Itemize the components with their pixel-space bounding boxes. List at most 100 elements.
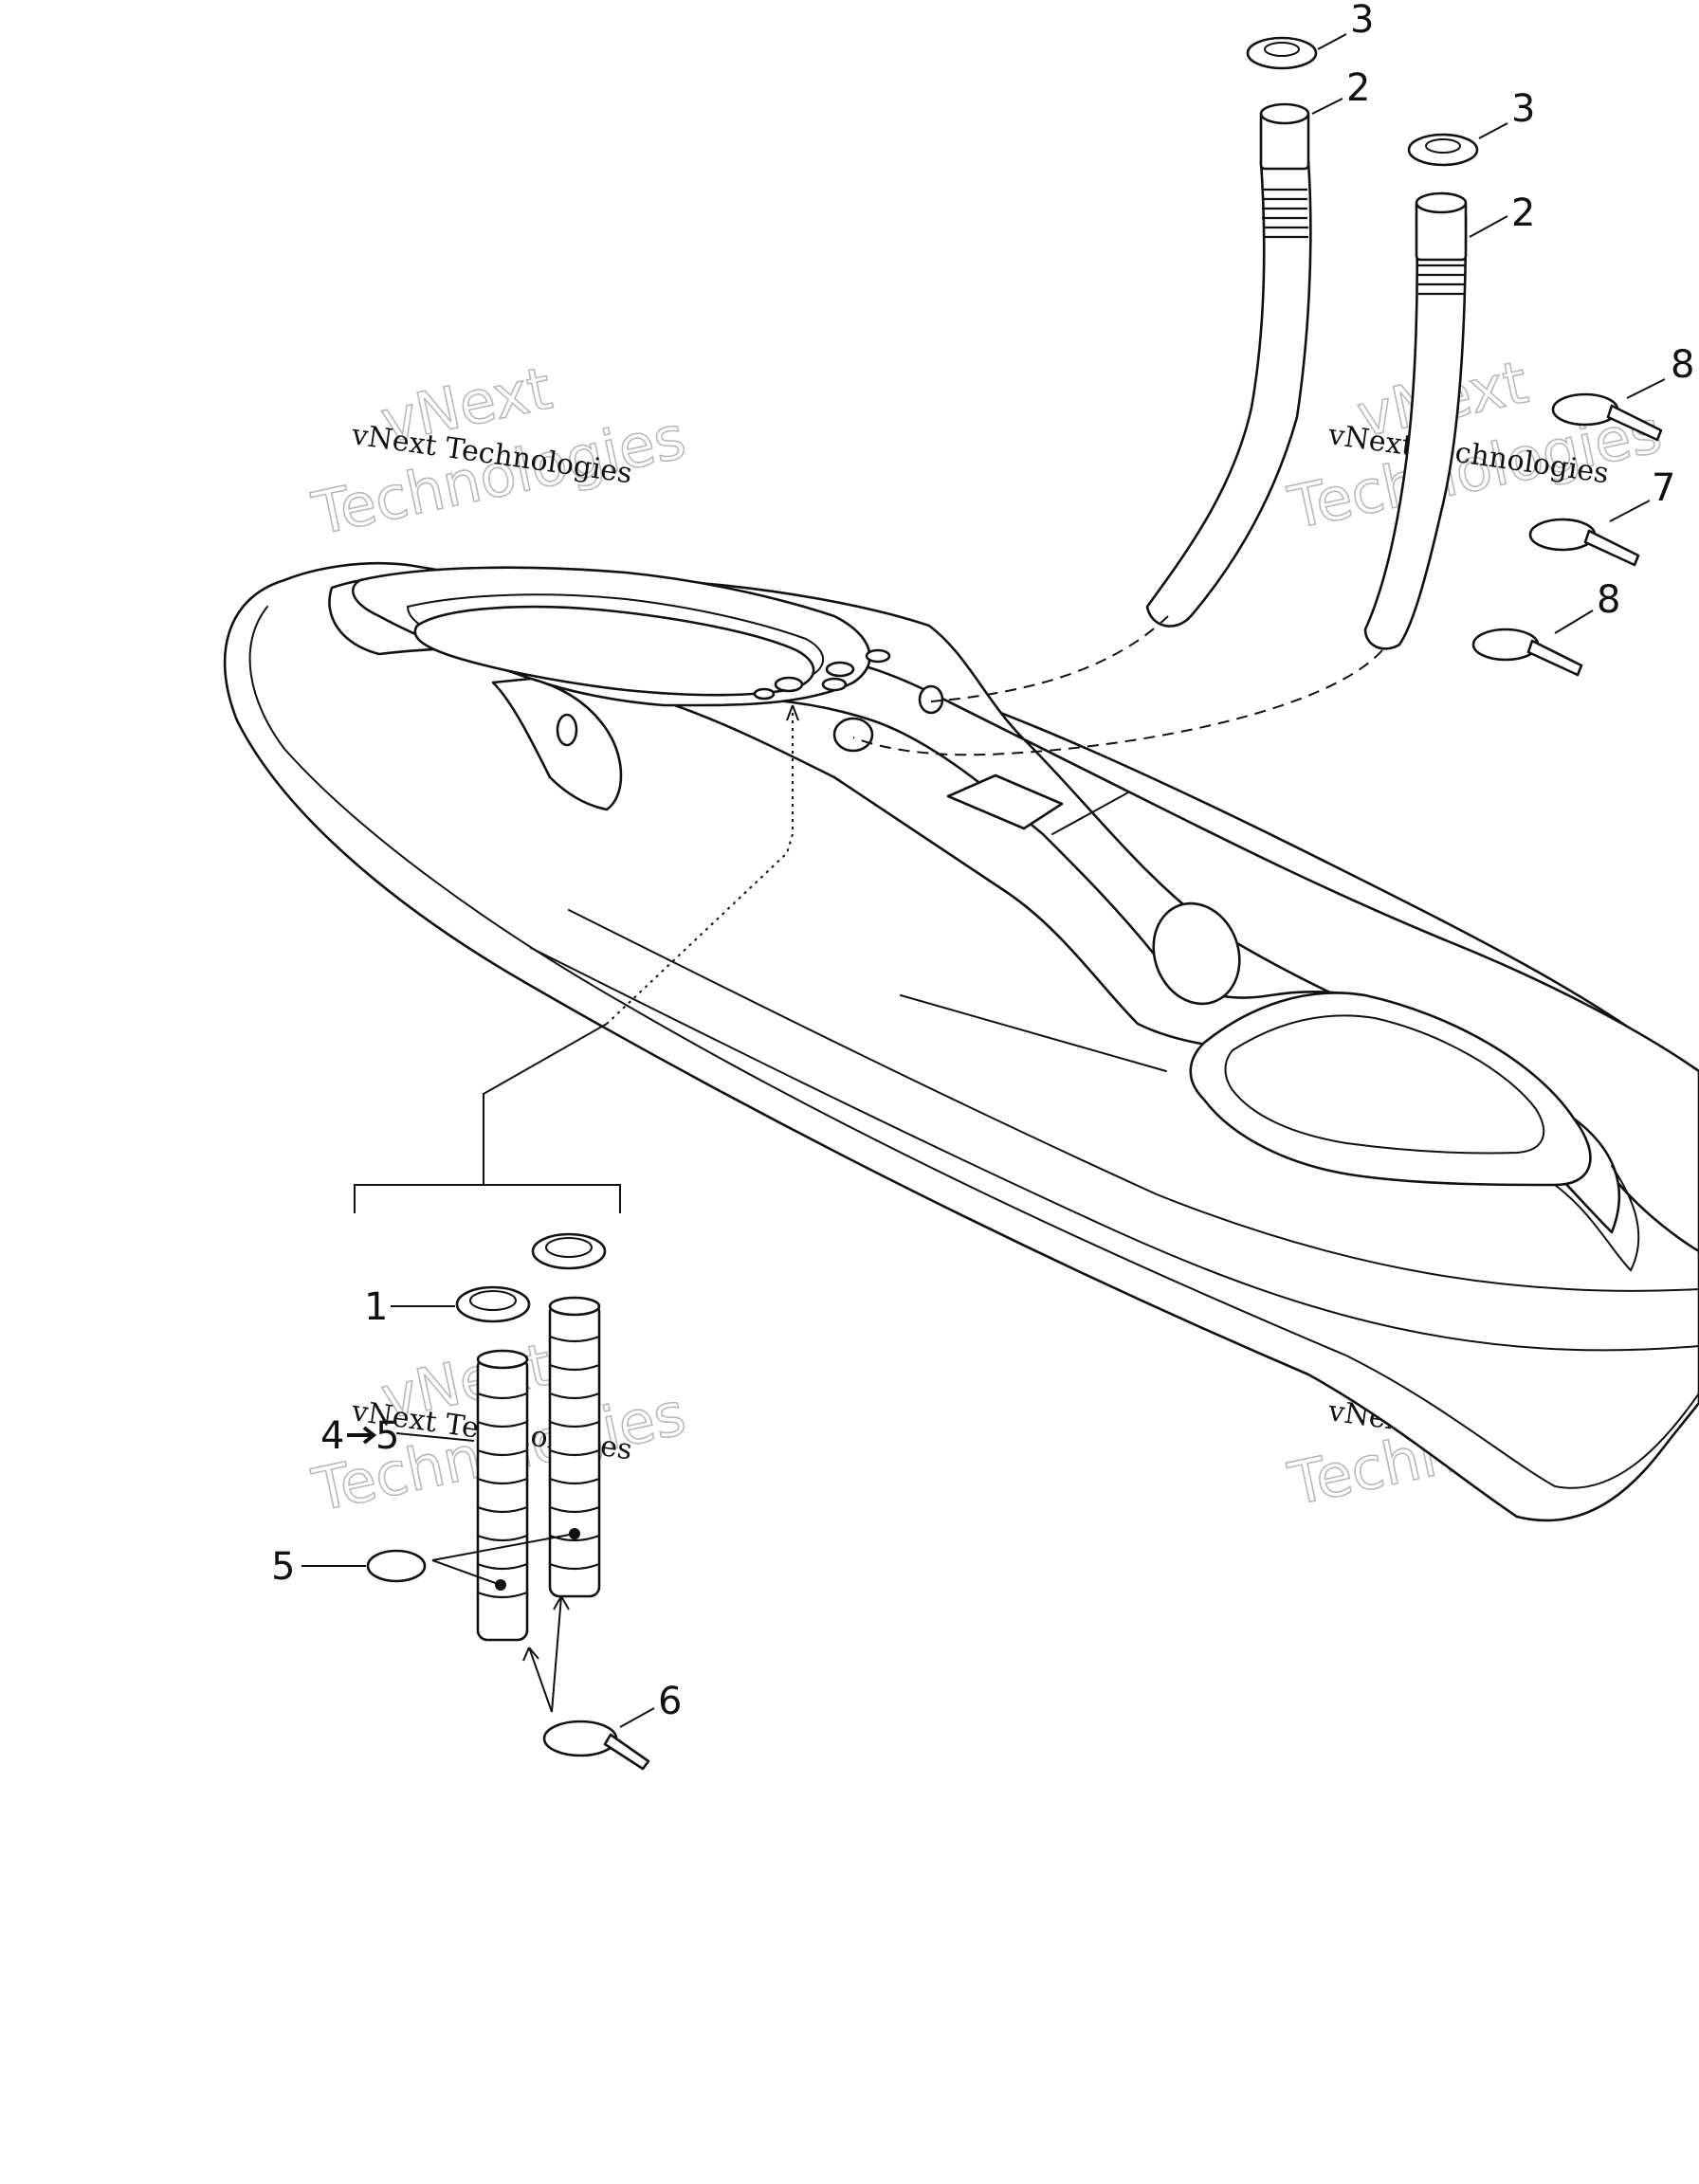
rib bbox=[477, 1505, 528, 1514]
vent-hole-1 bbox=[774, 676, 804, 693]
bracket-hole bbox=[556, 713, 578, 747]
kit-bracket-stem bbox=[483, 1023, 608, 1185]
cable-tie-6 bbox=[542, 1720, 650, 1771]
cable-tie-8-bottom bbox=[1471, 628, 1583, 677]
rib bbox=[549, 1505, 600, 1514]
hose-right-body bbox=[1363, 214, 1468, 650]
leader-2b bbox=[1469, 215, 1508, 238]
tie-loop bbox=[542, 1720, 618, 1757]
seal-inner bbox=[469, 1290, 517, 1311]
rib bbox=[549, 1448, 600, 1457]
bellows-top-mouth bbox=[476, 1349, 529, 1370]
tie-loop bbox=[1471, 628, 1540, 662]
rib bbox=[549, 1392, 600, 1400]
rib bbox=[477, 1392, 528, 1400]
callout-2-top: 2 bbox=[1346, 66, 1370, 110]
leader-8a bbox=[1626, 378, 1666, 399]
callout-2-right: 2 bbox=[1511, 191, 1535, 235]
hose-left-mouth bbox=[1259, 102, 1310, 125]
tie-6-arrow-left bbox=[522, 1647, 553, 1713]
tie-tail bbox=[1526, 639, 1583, 677]
grommet-left-hole bbox=[1264, 42, 1300, 57]
kit-routing-line bbox=[606, 705, 794, 1025]
console-ridge bbox=[662, 696, 1621, 1234]
leader-3b bbox=[1478, 122, 1508, 139]
leader-2a bbox=[1311, 98, 1343, 115]
grommet-right bbox=[1407, 133, 1479, 167]
callout-1: 1 bbox=[364, 1285, 388, 1329]
rib bbox=[549, 1363, 600, 1372]
callout-8-bottom: 8 bbox=[1597, 578, 1620, 622]
hose-left-assembly bbox=[1145, 36, 1318, 628]
callout-3-top: 3 bbox=[1350, 0, 1374, 42]
watermark-top-right: vNext Technologies bbox=[1282, 347, 1668, 544]
leader-6 bbox=[619, 1707, 655, 1728]
hose-right-mouth bbox=[1415, 191, 1468, 214]
hull-deck bbox=[223, 561, 1699, 1522]
callout-6: 6 bbox=[658, 1680, 682, 1723]
vent-hole-2 bbox=[825, 661, 855, 678]
tie-loop bbox=[1551, 392, 1619, 427]
deck-panel bbox=[946, 774, 1064, 830]
rib bbox=[549, 1420, 600, 1429]
hose-port-left bbox=[832, 717, 874, 753]
rib bbox=[477, 1448, 528, 1457]
tie-loop bbox=[1528, 518, 1597, 552]
tail-line bbox=[1554, 1165, 1640, 1272]
hose-right-assembly bbox=[1363, 133, 1479, 650]
vent-hole-3 bbox=[865, 648, 891, 664]
bellows-right bbox=[548, 1296, 601, 1598]
cable-tie-7 bbox=[1528, 518, 1640, 567]
tie-tail bbox=[1583, 529, 1640, 567]
callout-5: 5 bbox=[271, 1545, 295, 1589]
front-left-bracket bbox=[491, 677, 623, 811]
callout-4-arrow-icon bbox=[347, 1426, 377, 1445]
leader-7 bbox=[1609, 500, 1651, 522]
seal-ring-1 bbox=[455, 1285, 531, 1323]
leader-5-to-bellows bbox=[431, 1533, 575, 1586]
clamp-ring bbox=[366, 1549, 427, 1583]
tie-6-arrow-right bbox=[551, 1595, 570, 1713]
vent-hole-5 bbox=[753, 687, 776, 701]
routing-line-right bbox=[852, 649, 1383, 756]
rib bbox=[549, 1335, 600, 1343]
side-crease-2 bbox=[1051, 792, 1129, 835]
routing-line-left bbox=[930, 615, 1169, 702]
rib bbox=[549, 1477, 600, 1485]
callout-4-ref: 5 bbox=[375, 1414, 399, 1458]
leader-8b bbox=[1554, 610, 1594, 634]
hull-inner-line bbox=[248, 606, 1699, 1489]
bellows-left bbox=[476, 1349, 529, 1642]
tie-tail bbox=[1606, 404, 1663, 442]
hull-rail-line-2 bbox=[568, 909, 1699, 1292]
rib bbox=[477, 1591, 528, 1599]
callout-7: 7 bbox=[1652, 466, 1675, 510]
rib bbox=[477, 1477, 528, 1485]
bellows-left-ribs bbox=[477, 1392, 528, 1599]
seal-ring-1b bbox=[531, 1232, 607, 1270]
rib bbox=[549, 1562, 600, 1571]
grommet-left bbox=[1246, 36, 1318, 70]
tie-tail bbox=[603, 1733, 650, 1771]
seal-outer bbox=[455, 1285, 531, 1323]
leader-4 bbox=[395, 1432, 475, 1442]
kit-pointer-arrow bbox=[786, 704, 799, 721]
hose-port-right bbox=[918, 684, 944, 715]
seal-outer bbox=[531, 1232, 607, 1270]
side-crease bbox=[900, 994, 1167, 1072]
rib bbox=[477, 1562, 528, 1571]
round-hatch bbox=[1152, 901, 1241, 1006]
kit-bracket bbox=[354, 1184, 621, 1213]
bellows-body bbox=[548, 1301, 601, 1598]
bellows-top-mouth bbox=[548, 1296, 601, 1317]
cable-tie-8-top bbox=[1551, 392, 1663, 442]
callout-4: 4 bbox=[320, 1414, 344, 1458]
rear-tray-outer bbox=[1189, 992, 1592, 1187]
vent-hole-4 bbox=[821, 677, 848, 692]
hose-left-body bbox=[1145, 159, 1312, 628]
rear-tray-inner bbox=[1224, 1014, 1545, 1155]
leader-3a bbox=[1317, 33, 1347, 50]
hose-left-ribs bbox=[1262, 188, 1308, 239]
seal-inner bbox=[545, 1237, 593, 1258]
